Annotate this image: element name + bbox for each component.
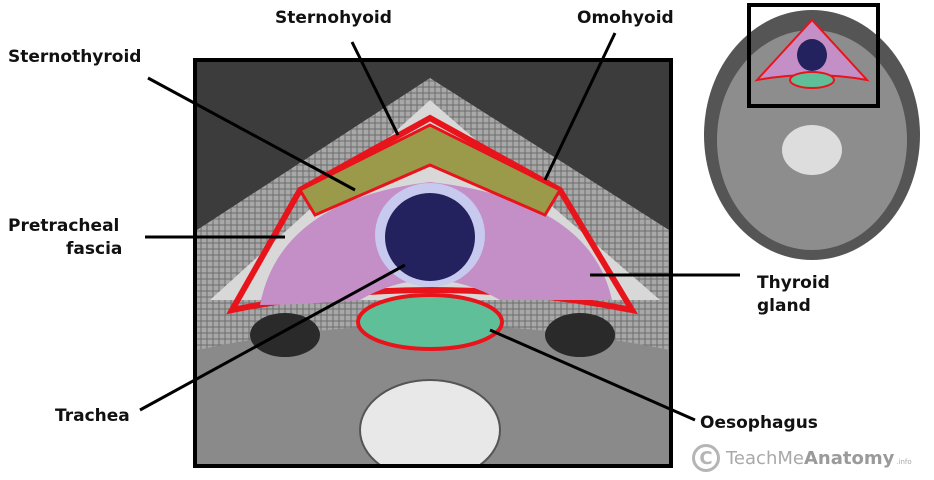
copyright-icon: C	[692, 444, 720, 472]
label-omohyoid: Omohyoid	[577, 8, 674, 28]
label-sternohyoid: Sternohyoid	[275, 8, 392, 28]
leader-lines	[139, 32, 740, 422]
label-trachea: Trachea	[55, 406, 130, 426]
label-sternothyroid: Sternothyroid	[8, 47, 142, 67]
vertebra	[359, 379, 501, 464]
thumbnail-overview	[704, 3, 920, 260]
label-oesophagus: Oesophagus	[700, 413, 818, 433]
main-section	[197, 62, 669, 464]
main-frame	[193, 58, 673, 468]
oesophagus	[356, 293, 504, 351]
strap-muscles	[297, 123, 563, 217]
trachea	[385, 193, 475, 281]
